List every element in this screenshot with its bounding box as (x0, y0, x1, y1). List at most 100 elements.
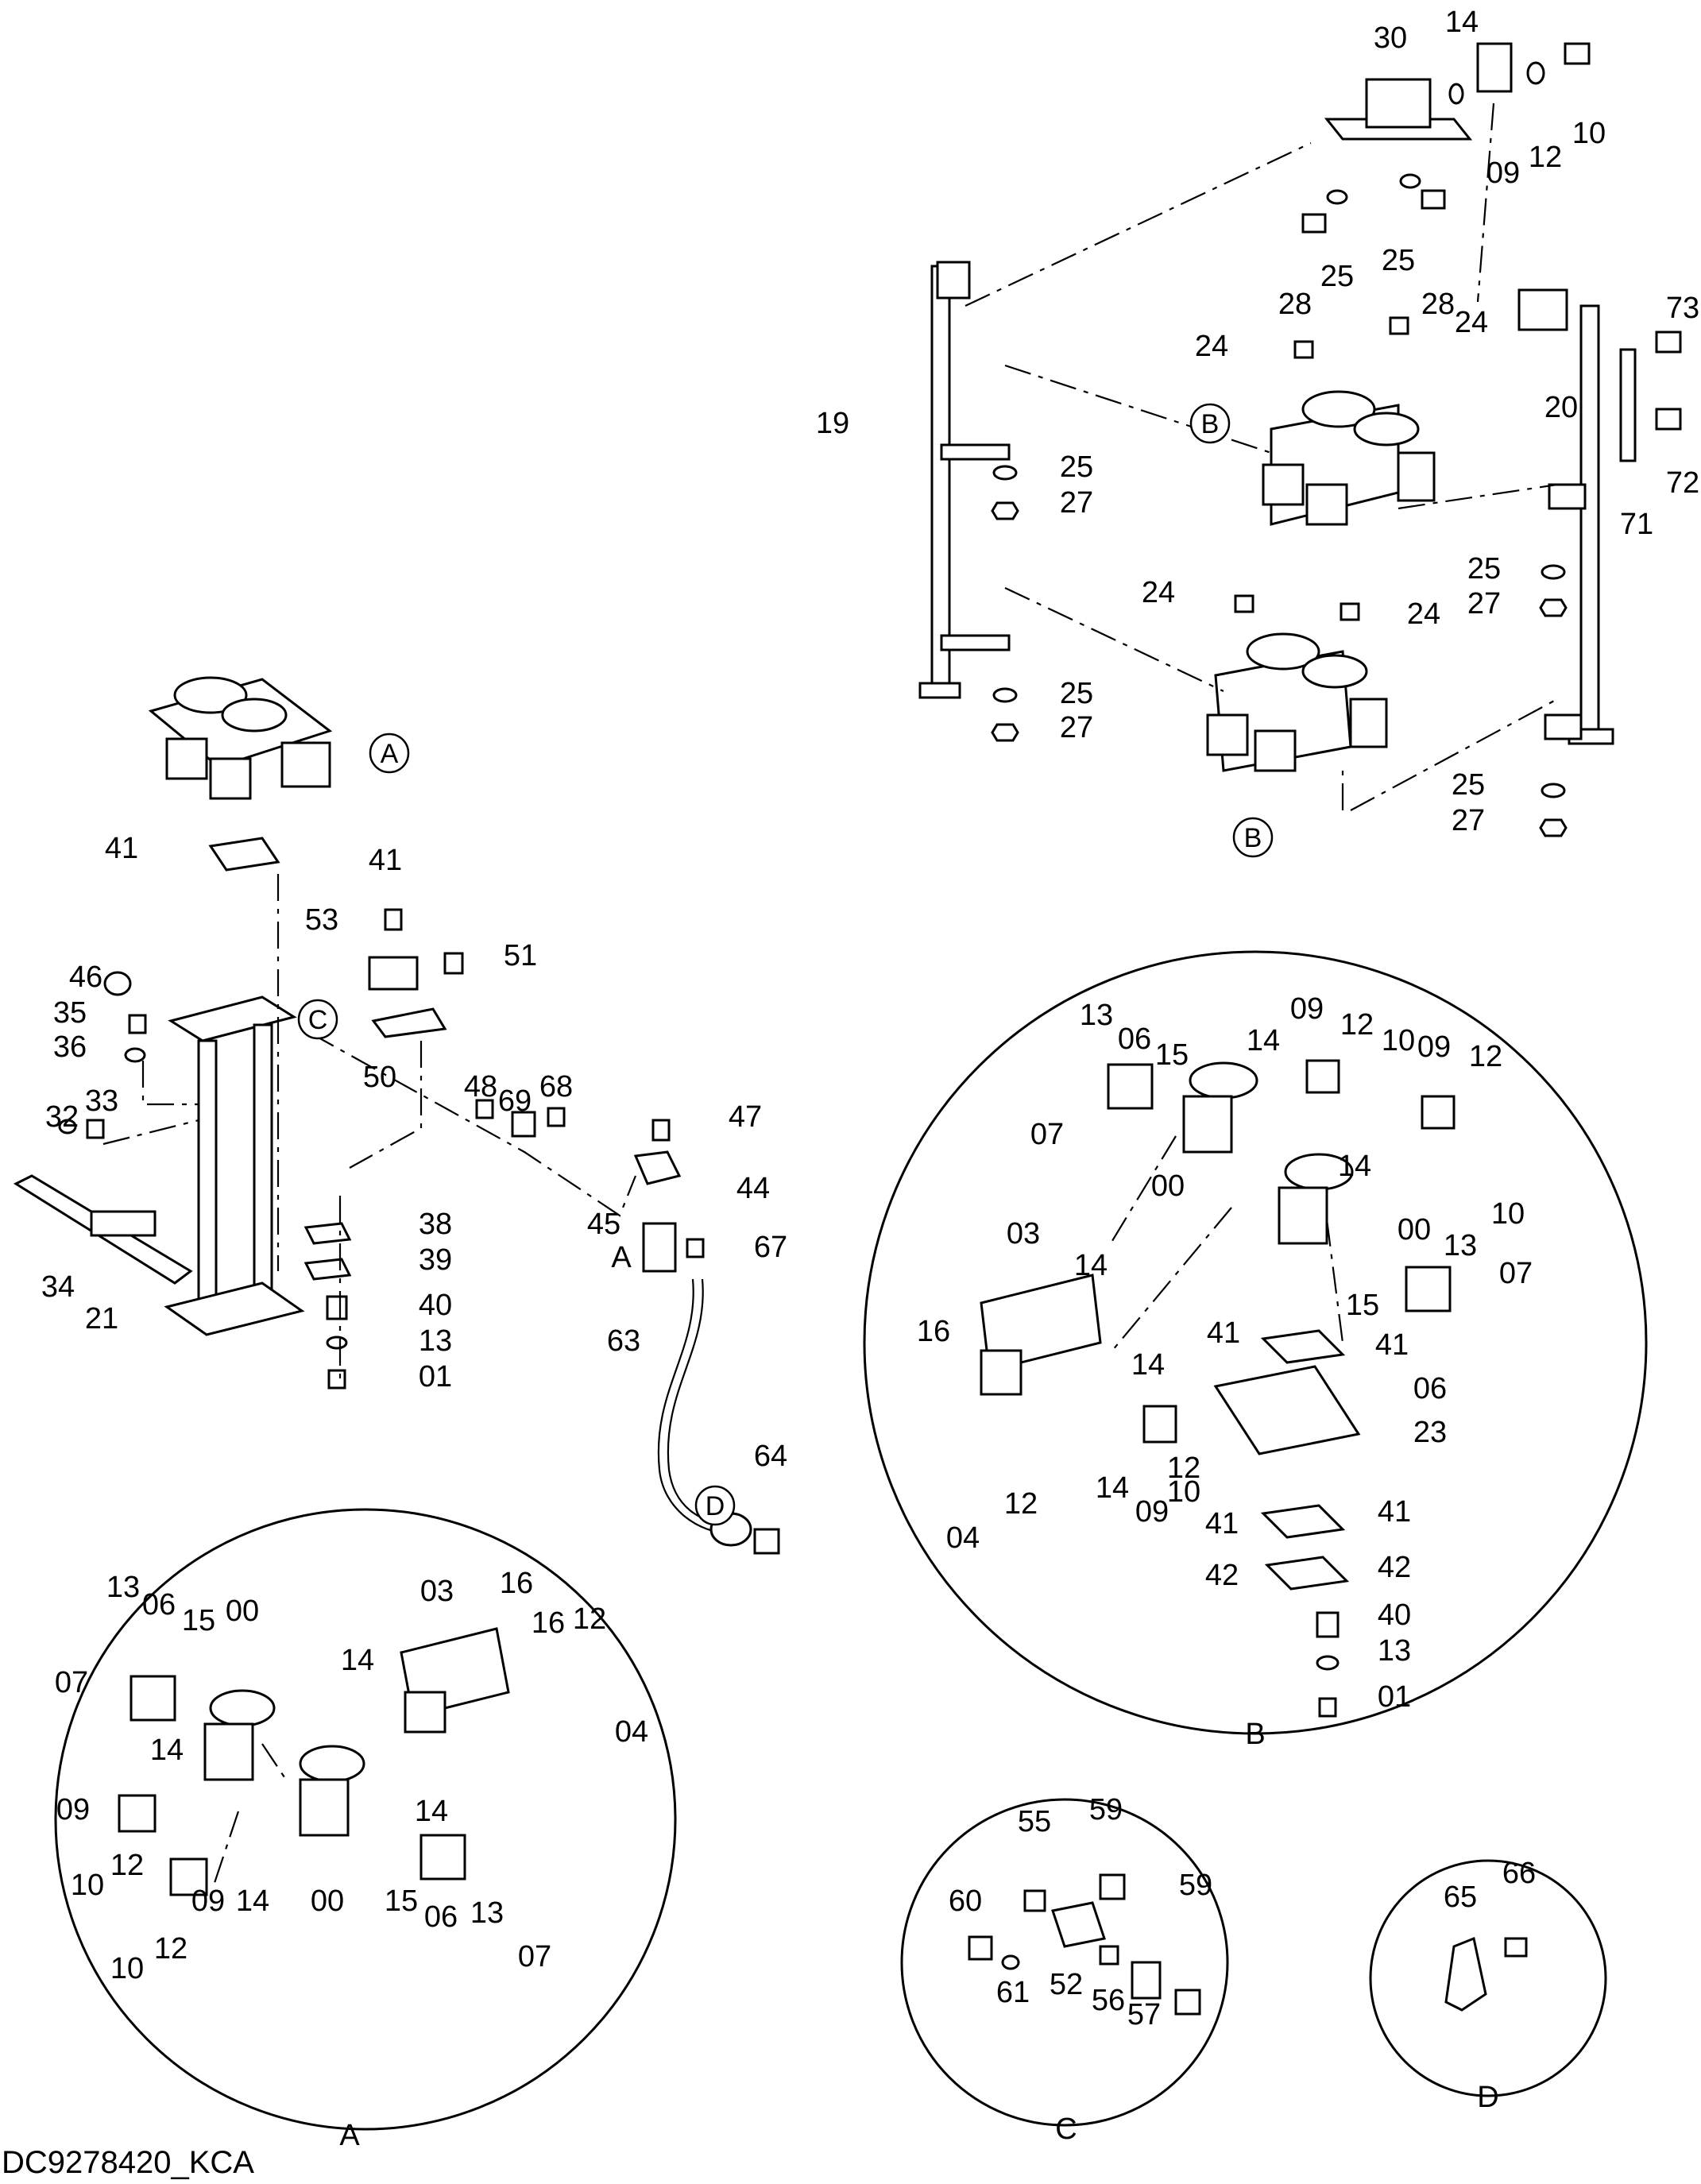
part-label: 14 (1131, 1348, 1165, 1382)
part-label: 15 (1155, 1038, 1189, 1072)
part-label: 41 (1207, 1316, 1240, 1350)
upper-valve-bracket (940, 443, 1587, 510)
callout-circle (694, 1485, 736, 1526)
part-label: 25 (1060, 677, 1093, 710)
part-label: 03 (1007, 1217, 1040, 1250)
part-label: 56 (1092, 1984, 1125, 2017)
part-label: 14 (1247, 1024, 1280, 1057)
detail-D-parts (1444, 1936, 1528, 2012)
frame-right-post (1517, 288, 1614, 745)
callout-b: B (1232, 817, 1274, 858)
callout-letter: B (1201, 409, 1220, 439)
part-label: 28 (1278, 288, 1312, 321)
part-label: 28 (1421, 288, 1455, 321)
part-label: 59 (1089, 1793, 1123, 1826)
part-label: 24 (1195, 330, 1228, 363)
part-label: 13 (1378, 1634, 1411, 1668)
part-label: 41 (1378, 1495, 1411, 1529)
detail-A-letter: A (339, 2119, 360, 2152)
part-label: 30 (1374, 21, 1407, 55)
part-label: 24 (1407, 597, 1440, 631)
part-label: 09 (191, 1884, 225, 1918)
part-label: A (611, 1241, 632, 1274)
spacer-plate-41 (208, 837, 280, 872)
part-label: 04 (946, 1521, 980, 1555)
part-label: 13 (470, 1896, 504, 1930)
part-label: 15 (385, 1884, 418, 1918)
part-label: 41 (105, 832, 138, 865)
callout-c: C (297, 999, 338, 1040)
part-label: 14 (1445, 6, 1479, 39)
callout-circle (1232, 817, 1274, 858)
part-label: 32 (45, 1100, 79, 1134)
part-label: 50 (363, 1061, 396, 1094)
part-label: 24 (1142, 576, 1175, 609)
part-label: 12 (110, 1849, 144, 1882)
callout-b: B (1189, 403, 1231, 444)
part-label: 27 (1060, 486, 1093, 520)
callout-a: A (369, 733, 410, 774)
top-bracket (1324, 42, 1513, 141)
part-label: 13 (106, 1571, 140, 1604)
callout-letter: A (381, 739, 399, 769)
left-assembly-hardware (58, 908, 705, 1390)
part-label: 13 (1444, 1229, 1477, 1262)
part-label: 12 (1529, 141, 1562, 174)
part-label: 01 (1378, 1680, 1411, 1714)
part-label: 06 (1118, 1022, 1151, 1056)
callout-circle (297, 999, 338, 1040)
detail-C-letter: C (1055, 2112, 1077, 2146)
part-label: 33 (85, 1084, 118, 1118)
part-label: 20 (1544, 391, 1578, 424)
part-label: 03 (420, 1575, 454, 1608)
part-label: 35 (53, 996, 87, 1030)
part-label: 07 (1030, 1118, 1064, 1151)
part-label: 41 (1375, 1328, 1409, 1362)
part-label: 34 (41, 1270, 75, 1304)
part-label: 55 (1018, 1805, 1051, 1838)
part-label: 09 (1417, 1030, 1451, 1064)
part-label: 14 (1074, 1249, 1108, 1282)
part-label: 12 (573, 1602, 606, 1636)
detail-A-parts (118, 1627, 510, 1896)
hardware-top (991, 42, 1682, 837)
frame-left-post (918, 261, 971, 699)
part-label: 38 (419, 1208, 452, 1241)
callout-d: D (694, 1485, 736, 1526)
callout-letter: C (308, 1005, 328, 1035)
part-label: 12 (154, 1932, 187, 1966)
part-label: 10 (1491, 1197, 1525, 1231)
part-label: 65 (1444, 1881, 1477, 1914)
part-label: 60 (949, 1884, 982, 1918)
part-label: 72 (1666, 466, 1699, 500)
part-label: 10 (1382, 1024, 1415, 1057)
part-label: 51 (504, 939, 537, 972)
part-label: 45 (587, 1208, 620, 1241)
part-label: 19 (816, 407, 849, 440)
part-label: 41 (369, 844, 402, 877)
part-label: 16 (500, 1567, 533, 1600)
part-label: 67 (754, 1231, 787, 1264)
part-label: 63 (607, 1324, 640, 1358)
part-label: 07 (55, 1666, 88, 1699)
part-label: 12 (1167, 1451, 1200, 1485)
part-label: 14 (150, 1734, 184, 1767)
support-stand (13, 995, 305, 1336)
part-label: 07 (518, 1940, 551, 1973)
part-label: 00 (226, 1595, 259, 1628)
part-label: 59 (1179, 1869, 1212, 1902)
part-label: 10 (1572, 117, 1606, 150)
part-label: 07 (1499, 1257, 1533, 1290)
part-label: 09 (1486, 157, 1520, 190)
part-label: 16 (917, 1315, 950, 1348)
side-plate (1619, 348, 1637, 462)
part-label: 48 (464, 1070, 497, 1104)
detail-D-letter: D (1477, 2081, 1498, 2114)
part-label: 12 (1469, 1040, 1502, 1073)
part-label: 25 (1452, 768, 1485, 802)
part-label: 40 (1378, 1598, 1411, 1632)
detail-B-letter: B (1245, 1718, 1265, 1751)
